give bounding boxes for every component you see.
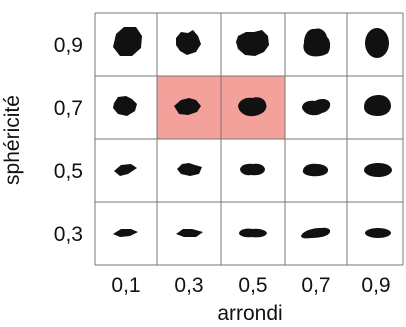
particle-shapes <box>113 27 392 239</box>
x-axis-label: arrondi <box>217 302 282 325</box>
particle-shape-sph-0-9-round-0-3 <box>176 30 201 55</box>
x-tick-label: 0,7 <box>301 274 330 297</box>
particle-shape-sph-0-9-round-0-9 <box>365 28 389 58</box>
particle-shape-sph-0-3-round-0-9 <box>365 228 391 238</box>
particle-shape-sph-0-9-round-0-1 <box>113 27 142 56</box>
particle-shape-sph-0-5-round-0-7 <box>302 163 329 177</box>
y-tick-label: 0,3 <box>54 223 83 246</box>
x-tick-label: 0,5 <box>238 274 267 297</box>
particle-shape-sph-0-3-round-0-7 <box>301 227 331 239</box>
particle-shape-sph-0-5-round-0-3 <box>177 163 202 176</box>
particle-shape-sph-0-3-round-0-3 <box>176 229 203 237</box>
y-tick-label: 0,9 <box>54 34 83 57</box>
particle-shape-sph-0-5-round-0-1 <box>114 164 137 176</box>
y-tick-label: 0,7 <box>54 97 83 120</box>
x-tick-label: 0,3 <box>174 274 203 297</box>
particle-shape-sph-0-3-round-0-1 <box>113 229 138 237</box>
x-tick-labels: 0,1 0,3 0,5 0,7 0,9 <box>111 274 390 297</box>
particle-shape-sph-0-7-round-0-1 <box>113 96 137 116</box>
particle-shape-sph-0-7-round-0-5 <box>238 97 267 117</box>
x-tick-label: 0,1 <box>111 274 140 297</box>
y-tick-label: 0,5 <box>54 160 83 183</box>
particle-shape-sph-0-5-round-0-5 <box>240 163 265 176</box>
particle-shape-sph-0-7-round-0-9 <box>364 95 391 116</box>
y-axis-label: sphéricité <box>1 95 24 185</box>
y-tick-labels: 0,9 0,7 0,5 0,3 <box>54 34 83 246</box>
grid-lines <box>94 12 404 266</box>
x-tick-label: 0,9 <box>361 274 390 297</box>
particle-shape-sph-0-3-round-0-5 <box>239 228 267 238</box>
particle-shape-sph-0-7-round-0-3 <box>174 98 201 115</box>
particle-shape-sph-0-5-round-0-9 <box>364 163 392 177</box>
particle-shape-sph-0-7-round-0-7 <box>302 98 331 116</box>
particle-shape-sph-0-9-round-0-7 <box>303 28 331 57</box>
particle-shape-sph-0-9-round-0-5 <box>236 30 269 56</box>
